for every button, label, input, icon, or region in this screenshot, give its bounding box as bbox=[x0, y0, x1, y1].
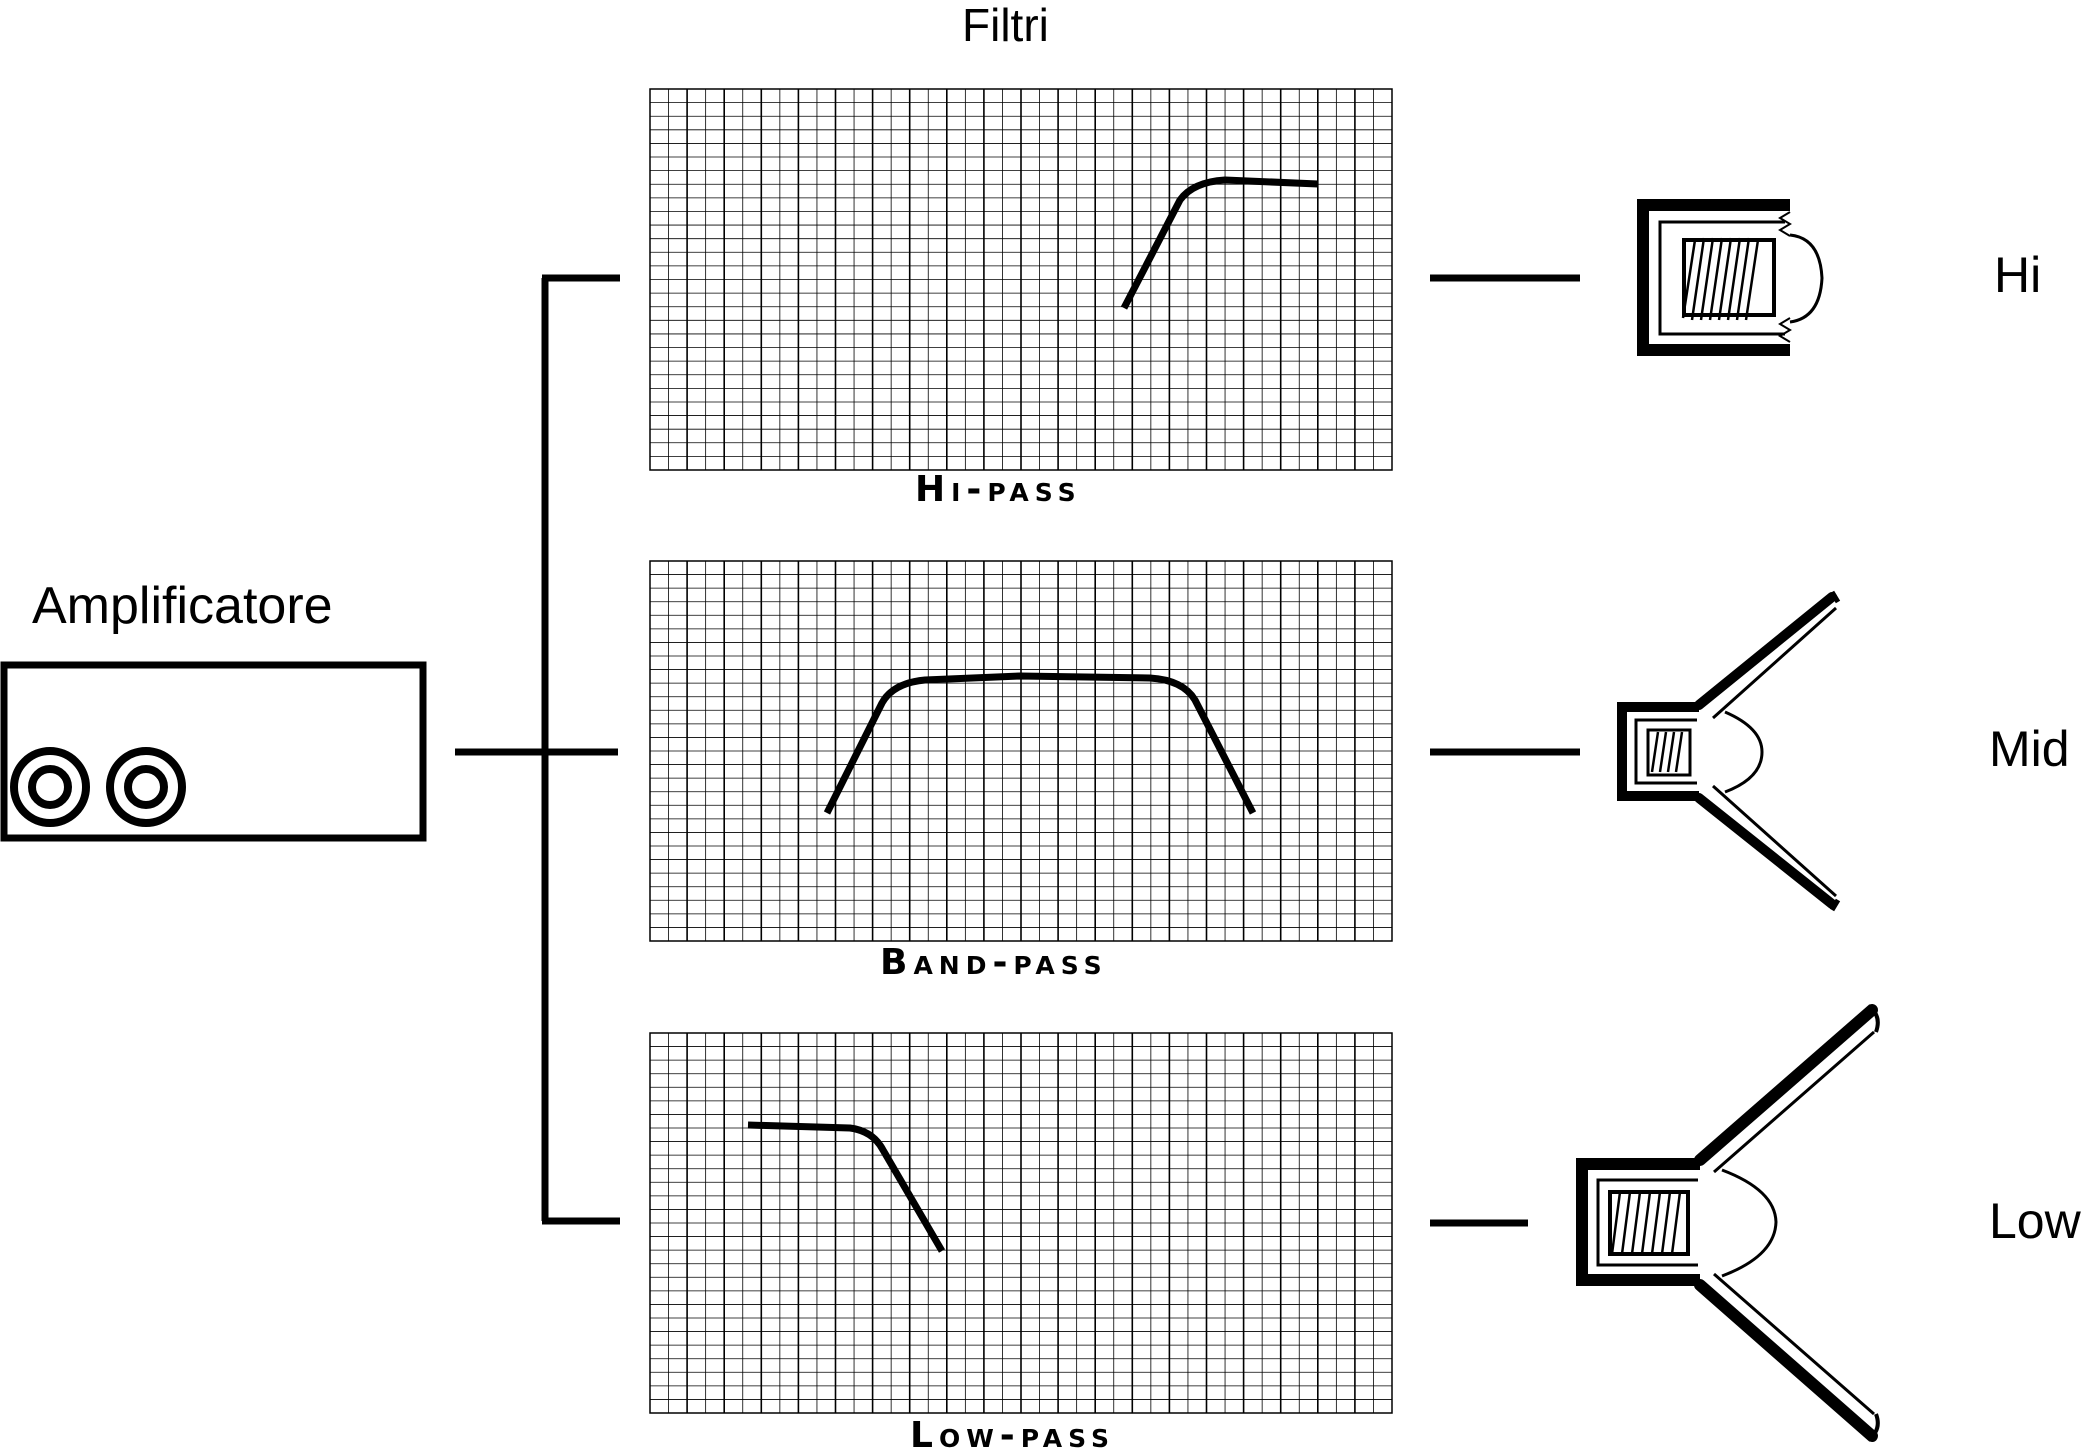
speaker-hi-label: Hi bbox=[1994, 247, 2042, 303]
amplifier bbox=[0, 661, 427, 842]
filter-low bbox=[649, 1032, 1393, 1414]
amplifier-label: Amplificatore bbox=[32, 577, 333, 635]
woofer-icon bbox=[1576, 1004, 1880, 1442]
filter-band bbox=[649, 560, 1393, 942]
hi-pass-response-curve bbox=[1120, 176, 1319, 310]
filter-band-grid bbox=[650, 561, 1392, 941]
speaker-mid-label: Mid bbox=[1989, 721, 2070, 777]
band-pass-response-curve bbox=[823, 672, 1257, 815]
midrange-icon bbox=[1617, 590, 1841, 912]
filter-hi bbox=[649, 88, 1393, 471]
input-wiring bbox=[455, 274, 620, 1225]
amplifier-jack-right bbox=[106, 747, 186, 827]
filter-low-label: Low-pass bbox=[910, 1415, 1115, 1456]
tweeter-icon bbox=[1637, 199, 1824, 356]
output-wiring bbox=[1430, 274, 1580, 1227]
filter-hi-label: Hi-pass bbox=[915, 469, 1082, 510]
amplifier-jack-left bbox=[10, 747, 90, 827]
filter-hi-grid bbox=[650, 89, 1392, 470]
low-pass-response-curve bbox=[747, 1121, 946, 1253]
amplifier-box bbox=[0, 661, 427, 842]
filter-band-label: Band-pass bbox=[880, 942, 1108, 983]
speaker-low-label: Low bbox=[1989, 1193, 2081, 1249]
filter-low-grid bbox=[650, 1033, 1392, 1413]
diagram-title: Filtri bbox=[962, 0, 1049, 51]
